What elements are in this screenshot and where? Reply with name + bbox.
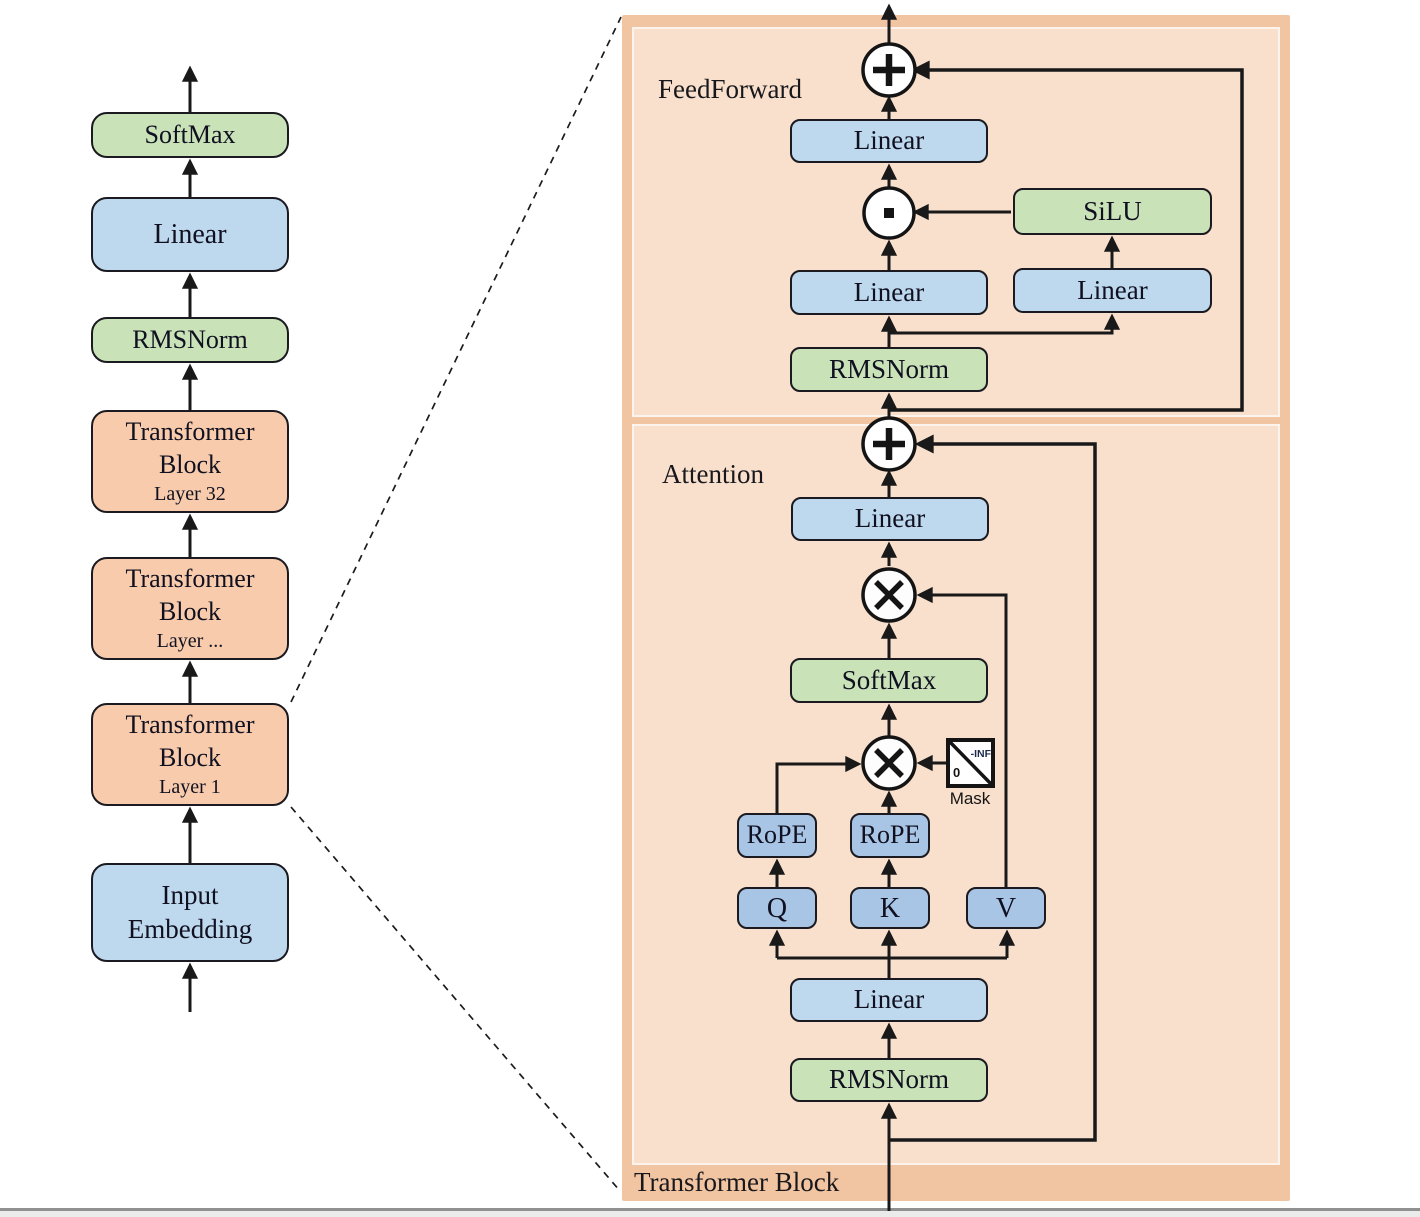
box-label: RoPE	[746, 820, 808, 850]
transformer-block-layer-1-box: Transformer Block Layer 1	[91, 703, 289, 806]
box-label: Linear	[1077, 274, 1148, 305]
rope-k-box: RoPE	[850, 813, 930, 858]
box-label: Transformer Block	[125, 417, 255, 479]
box-label: Linear	[153, 219, 227, 250]
ff-linear-gate-box: Linear	[790, 270, 988, 315]
mask-zero-label: 0	[953, 765, 960, 780]
box-label: V	[995, 892, 1017, 924]
window-bottom-divider	[0, 1208, 1420, 1211]
box-label: RoPE	[859, 820, 921, 850]
attn-linear-in-box: Linear	[790, 978, 988, 1022]
box-label: Linear	[853, 125, 925, 156]
input-embedding-box: Input Embedding	[91, 863, 289, 962]
attn-linear-out-box: Linear	[791, 497, 989, 541]
mask-icon: -INF 0 Mask	[946, 738, 995, 808]
matmul-icon	[861, 735, 917, 791]
transformer-block-flow-arrows	[768, 3, 1121, 1211]
attention-section-label: Attention	[662, 459, 764, 489]
softmax-output-box: SoftMax	[91, 112, 289, 158]
ff-linear-down-box: Linear	[790, 119, 988, 163]
transformer-block-title: Transformer Block	[634, 1167, 840, 1197]
layer-sublabel: Layer 1	[159, 776, 221, 798]
linear-output-box: Linear	[91, 197, 289, 272]
v-to-matmul-line	[916, 586, 1008, 887]
ff-linear-up-box: Linear	[1013, 268, 1212, 313]
rope-q-to-matmul-line	[775, 755, 862, 813]
key-box: K	[850, 887, 930, 929]
attention-residual-line	[889, 434, 1097, 1142]
layer-sublabel: Layer 32	[154, 483, 226, 505]
feedforward-residual-line	[889, 60, 1244, 412]
ff-rmsnorm-box: RMSNorm	[790, 347, 988, 392]
ff-silu-box: SiLU	[1013, 188, 1212, 235]
mask-neg-inf-label: -INF	[971, 748, 992, 760]
residual-connections	[889, 60, 1244, 1142]
matmul-icon	[861, 567, 917, 623]
window-bottom-edge	[0, 1211, 1420, 1217]
add-icon	[861, 416, 917, 472]
rmsnorm-final-box: RMSNorm	[91, 317, 289, 363]
rope-q-box: RoPE	[737, 813, 817, 858]
mask-caption: Mask	[950, 789, 991, 808]
box-label: SiLU	[1083, 195, 1142, 226]
query-box: Q	[737, 887, 817, 929]
box-label: Linear	[853, 984, 925, 1015]
box-label: Linear	[854, 503, 926, 534]
box-label: Q	[766, 892, 788, 924]
box-label: SoftMax	[841, 664, 937, 695]
transformer-block-layer-32-box: Transformer Block Layer 32	[91, 410, 289, 513]
value-box: V	[966, 887, 1046, 929]
transformer-block-layer-n-box: Transformer Block Layer ...	[91, 557, 289, 660]
dot-icon	[862, 186, 916, 240]
attn-softmax-box: SoftMax	[790, 658, 988, 703]
box-label: Linear	[853, 276, 925, 307]
box-label: Input Embedding	[127, 879, 253, 944]
box-label: Transformer Block	[125, 564, 255, 626]
feedforward-section-label: FeedForward	[658, 74, 802, 104]
box-label: K	[879, 892, 901, 924]
box-label: RMSNorm	[828, 353, 950, 384]
box-label: RMSNorm	[828, 1064, 950, 1095]
box-label: Transformer Block	[125, 710, 255, 772]
layer-sublabel: Layer ...	[156, 630, 224, 652]
operator-nodes	[861, 42, 917, 791]
box-label: RMSNorm	[132, 324, 248, 354]
attention-panel	[632, 424, 1280, 1165]
attn-rmsnorm-box: RMSNorm	[790, 1058, 988, 1102]
add-icon	[861, 42, 917, 98]
box-label: SoftMax	[144, 119, 236, 149]
zoom-callout-dashed-lines	[290, 16, 622, 1192]
rmsnorm-to-up-linear-line	[889, 313, 1121, 335]
